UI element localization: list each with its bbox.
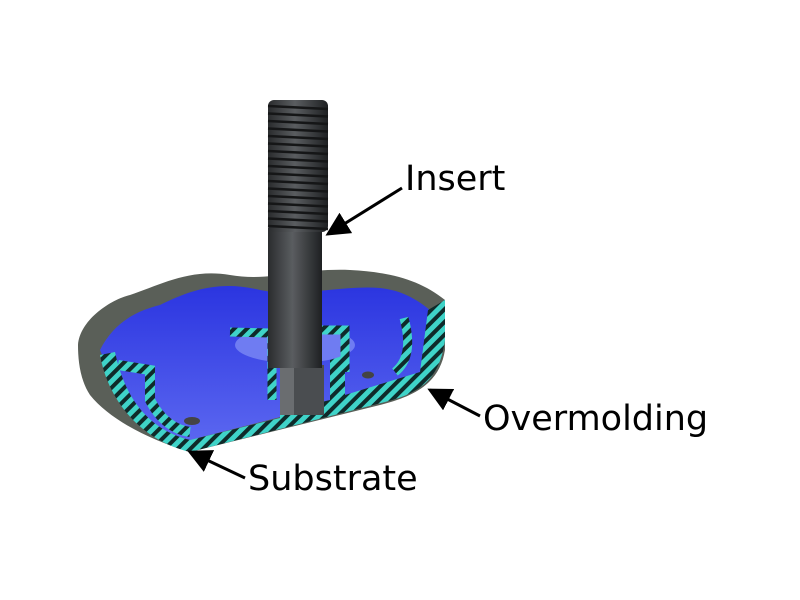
insert-arrow bbox=[325, 186, 403, 236]
thread-line bbox=[267, 224, 329, 231]
thread-line bbox=[267, 187, 329, 193]
thread-line bbox=[267, 179, 329, 186]
overmold-inner-blue bbox=[100, 285, 430, 440]
thread-line bbox=[267, 142, 329, 148]
insert-bolt bbox=[267, 100, 329, 415]
substrate-arrow bbox=[187, 450, 246, 480]
thread-line bbox=[267, 164, 329, 171]
insert-label: Insert bbox=[405, 159, 506, 199]
thread-line bbox=[267, 202, 329, 208]
thread-line bbox=[267, 157, 329, 163]
thread-line bbox=[267, 217, 329, 223]
thread-line bbox=[267, 104, 329, 111]
thread-line bbox=[267, 149, 329, 156]
thread-line bbox=[267, 134, 329, 141]
pin bbox=[184, 417, 200, 425]
substrate-section bbox=[100, 300, 445, 452]
pin bbox=[362, 371, 374, 379]
thread-line bbox=[267, 172, 329, 178]
overmolding-arrow bbox=[427, 388, 481, 418]
overmolding-label: Overmolding bbox=[483, 399, 709, 439]
substrate-label: Substrate bbox=[248, 459, 418, 499]
thread-line bbox=[267, 209, 329, 216]
thread-line bbox=[267, 127, 329, 133]
thread-line bbox=[267, 194, 329, 201]
thread-line bbox=[267, 112, 329, 118]
thread-line bbox=[267, 119, 329, 126]
